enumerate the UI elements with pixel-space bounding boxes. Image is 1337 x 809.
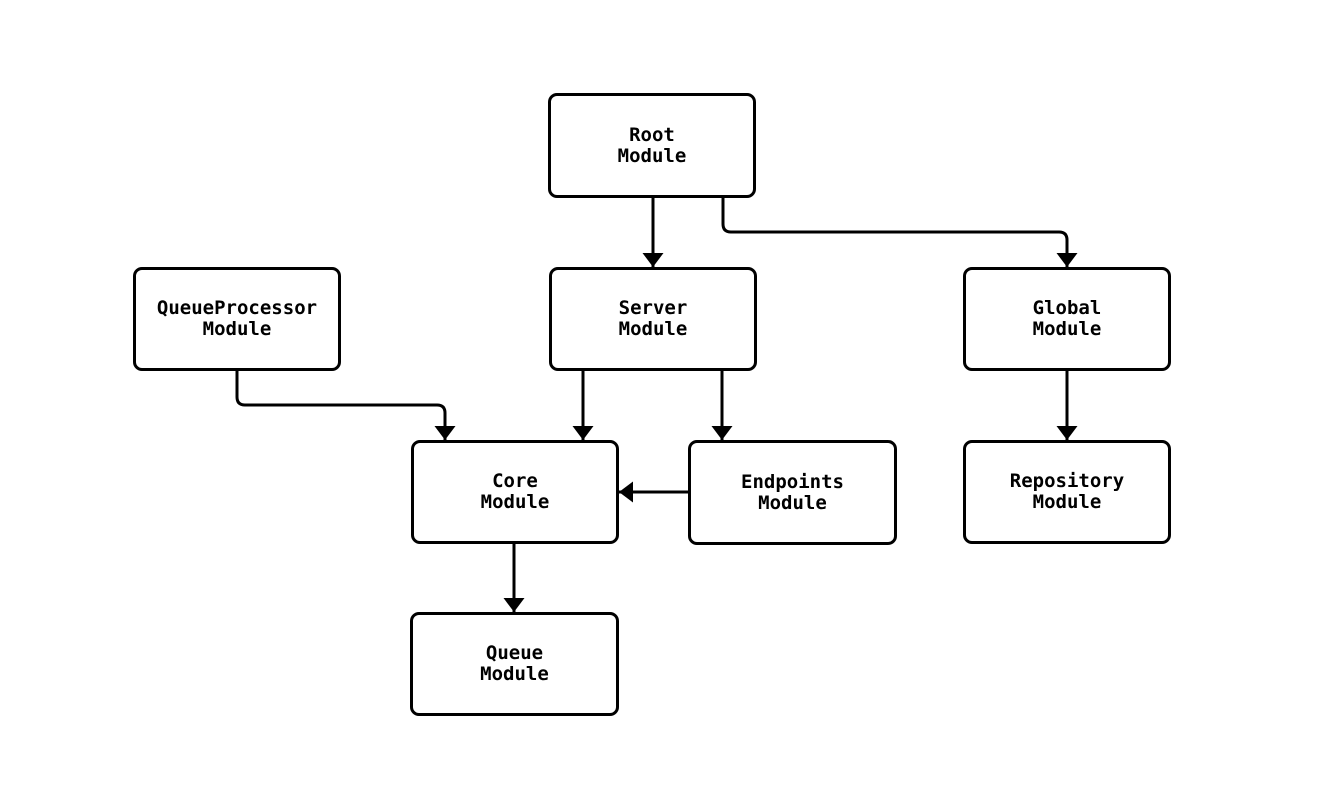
node-server-module-label: Server Module [618, 297, 688, 340]
node-queueprocessor-module: QueueProcessor Module [133, 267, 341, 371]
node-queue-module-label: Queue Module [480, 642, 549, 685]
node-root-module: Root Module [548, 93, 756, 198]
node-server-module: Server Module [549, 267, 757, 371]
node-global-module: Global Module [963, 267, 1171, 371]
node-endpoints-module-label: Endpoints Module [741, 470, 844, 514]
node-root-module-label: Root Module [617, 123, 687, 167]
edge-root-to-global [721, 198, 1078, 267]
node-repository-module: Repository Module [963, 440, 1171, 544]
node-queueprocessor-module-label: QueueProcessor Module [156, 297, 318, 340]
edge-queueprocessor-to-core [235, 371, 456, 440]
node-repository-module-label: Repository Module [1009, 470, 1125, 513]
node-global-module-label: Global Module [1032, 297, 1102, 340]
node-core-module: Core Module [411, 440, 619, 544]
node-endpoints-module: Endpoints Module [688, 440, 897, 545]
node-queue-module: Queue Module [410, 612, 619, 716]
node-core-module-label: Core Module [480, 470, 550, 513]
